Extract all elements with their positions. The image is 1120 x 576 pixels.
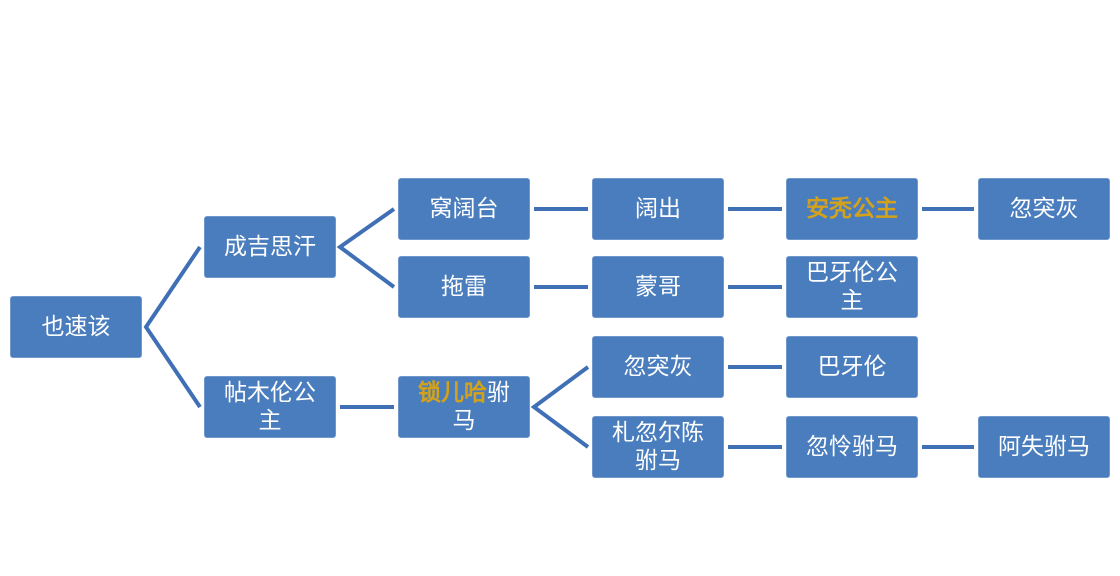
connector-yesugei-children [143, 245, 202, 409]
sorkhan-name-highlight: 锁儿哈 [418, 380, 487, 406]
node-sorkhan: 锁儿哈驸马 [398, 376, 530, 438]
sorkhan-title: 驸马 [452, 380, 511, 434]
node-ogedei: 窝阔台 [398, 178, 530, 240]
node-kochu: 阔出 [592, 178, 724, 240]
node-antu-princess: 安秃公主 [786, 178, 918, 240]
node-hulian: 忽怜驸马 [786, 416, 918, 478]
node-bayalun: 巴牙伦 [786, 336, 918, 398]
node-temulun: 帖木伦公主 [204, 376, 336, 438]
node-ashi: 阿失驸马 [978, 416, 1110, 478]
connector-sorkhan-children [530, 365, 590, 449]
node-khutuhui-2: 忽突灰 [978, 178, 1110, 240]
node-mongke: 蒙哥 [592, 256, 724, 318]
node-bayalun-princess: 巴牙伦公主 [786, 256, 918, 318]
node-tolui: 拖雷 [398, 256, 530, 318]
node-genghis-khan: 成吉思汗 [204, 216, 336, 278]
node-yesugei: 也速该 [10, 296, 142, 358]
connector-genghis-sons [336, 207, 396, 289]
node-jaghurchen: 札忽尔陈驸马 [592, 416, 724, 478]
node-khutuhui: 忽突灰 [592, 336, 724, 398]
